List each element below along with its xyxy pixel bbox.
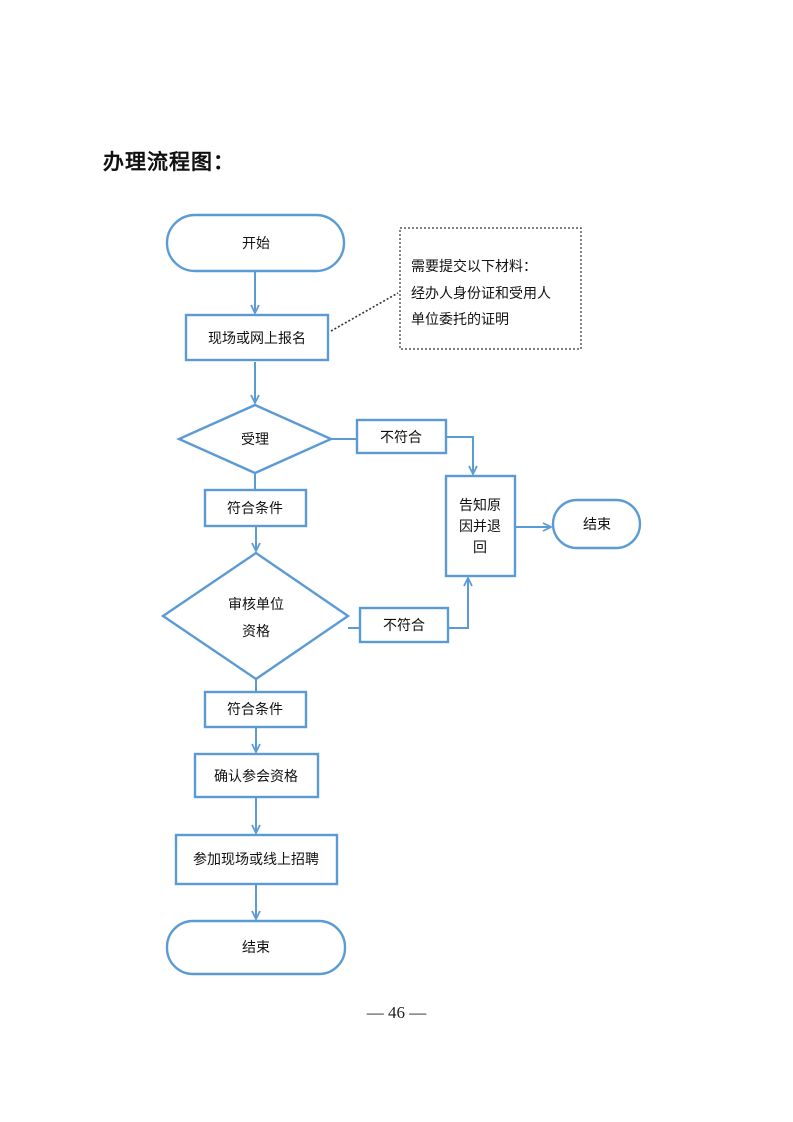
review-line-2: 资格 <box>242 624 270 640</box>
arrow-notmeet1-notify <box>446 436 473 473</box>
materials-line-1: 需要提交以下材料： <box>411 258 537 275</box>
materials-line-3: 单位委托的证明 <box>411 312 509 328</box>
end-terminator-bottom <box>165 919 347 976</box>
not-meet-label-1: 不符合 <box>380 430 422 446</box>
accept-label: 受理 <box>241 432 269 448</box>
review-decision <box>160 551 351 681</box>
attend-box <box>174 833 339 886</box>
end-right-label: 结束 <box>583 517 611 533</box>
notify-line-3: 回 <box>473 540 487 556</box>
review-line-1: 审核单位 <box>228 597 284 613</box>
not-meet-label-2: 不符合 <box>383 618 425 634</box>
register-box <box>184 313 330 362</box>
register-label: 现场或网上报名 <box>208 331 306 347</box>
confirm-box <box>193 752 320 799</box>
note-connector <box>330 292 399 332</box>
confirm-label: 确认参会资格 <box>214 768 298 785</box>
notify-box <box>444 474 517 578</box>
not-meet-box-2 <box>358 606 450 644</box>
meet-label-2: 符合条件 <box>227 701 283 718</box>
notify-line-2: 因并退 <box>459 519 501 535</box>
start-label: 开始 <box>242 236 270 252</box>
arrow-notmeet2-notify <box>448 579 468 629</box>
attend-label: 参加现场或线上招聘 <box>193 851 319 868</box>
meet-label-1: 符合条件 <box>227 500 283 517</box>
materials-line-2: 经办人身份证和受用人 <box>411 286 551 302</box>
end-bottom-label: 结束 <box>242 940 270 956</box>
end-terminator-right <box>551 498 642 550</box>
notify-line-1: 告知原 <box>459 497 501 514</box>
page-title: 办理流程图： <box>103 150 235 174</box>
materials-note-box <box>399 227 582 350</box>
page-number: — 46 — <box>366 1003 427 1022</box>
